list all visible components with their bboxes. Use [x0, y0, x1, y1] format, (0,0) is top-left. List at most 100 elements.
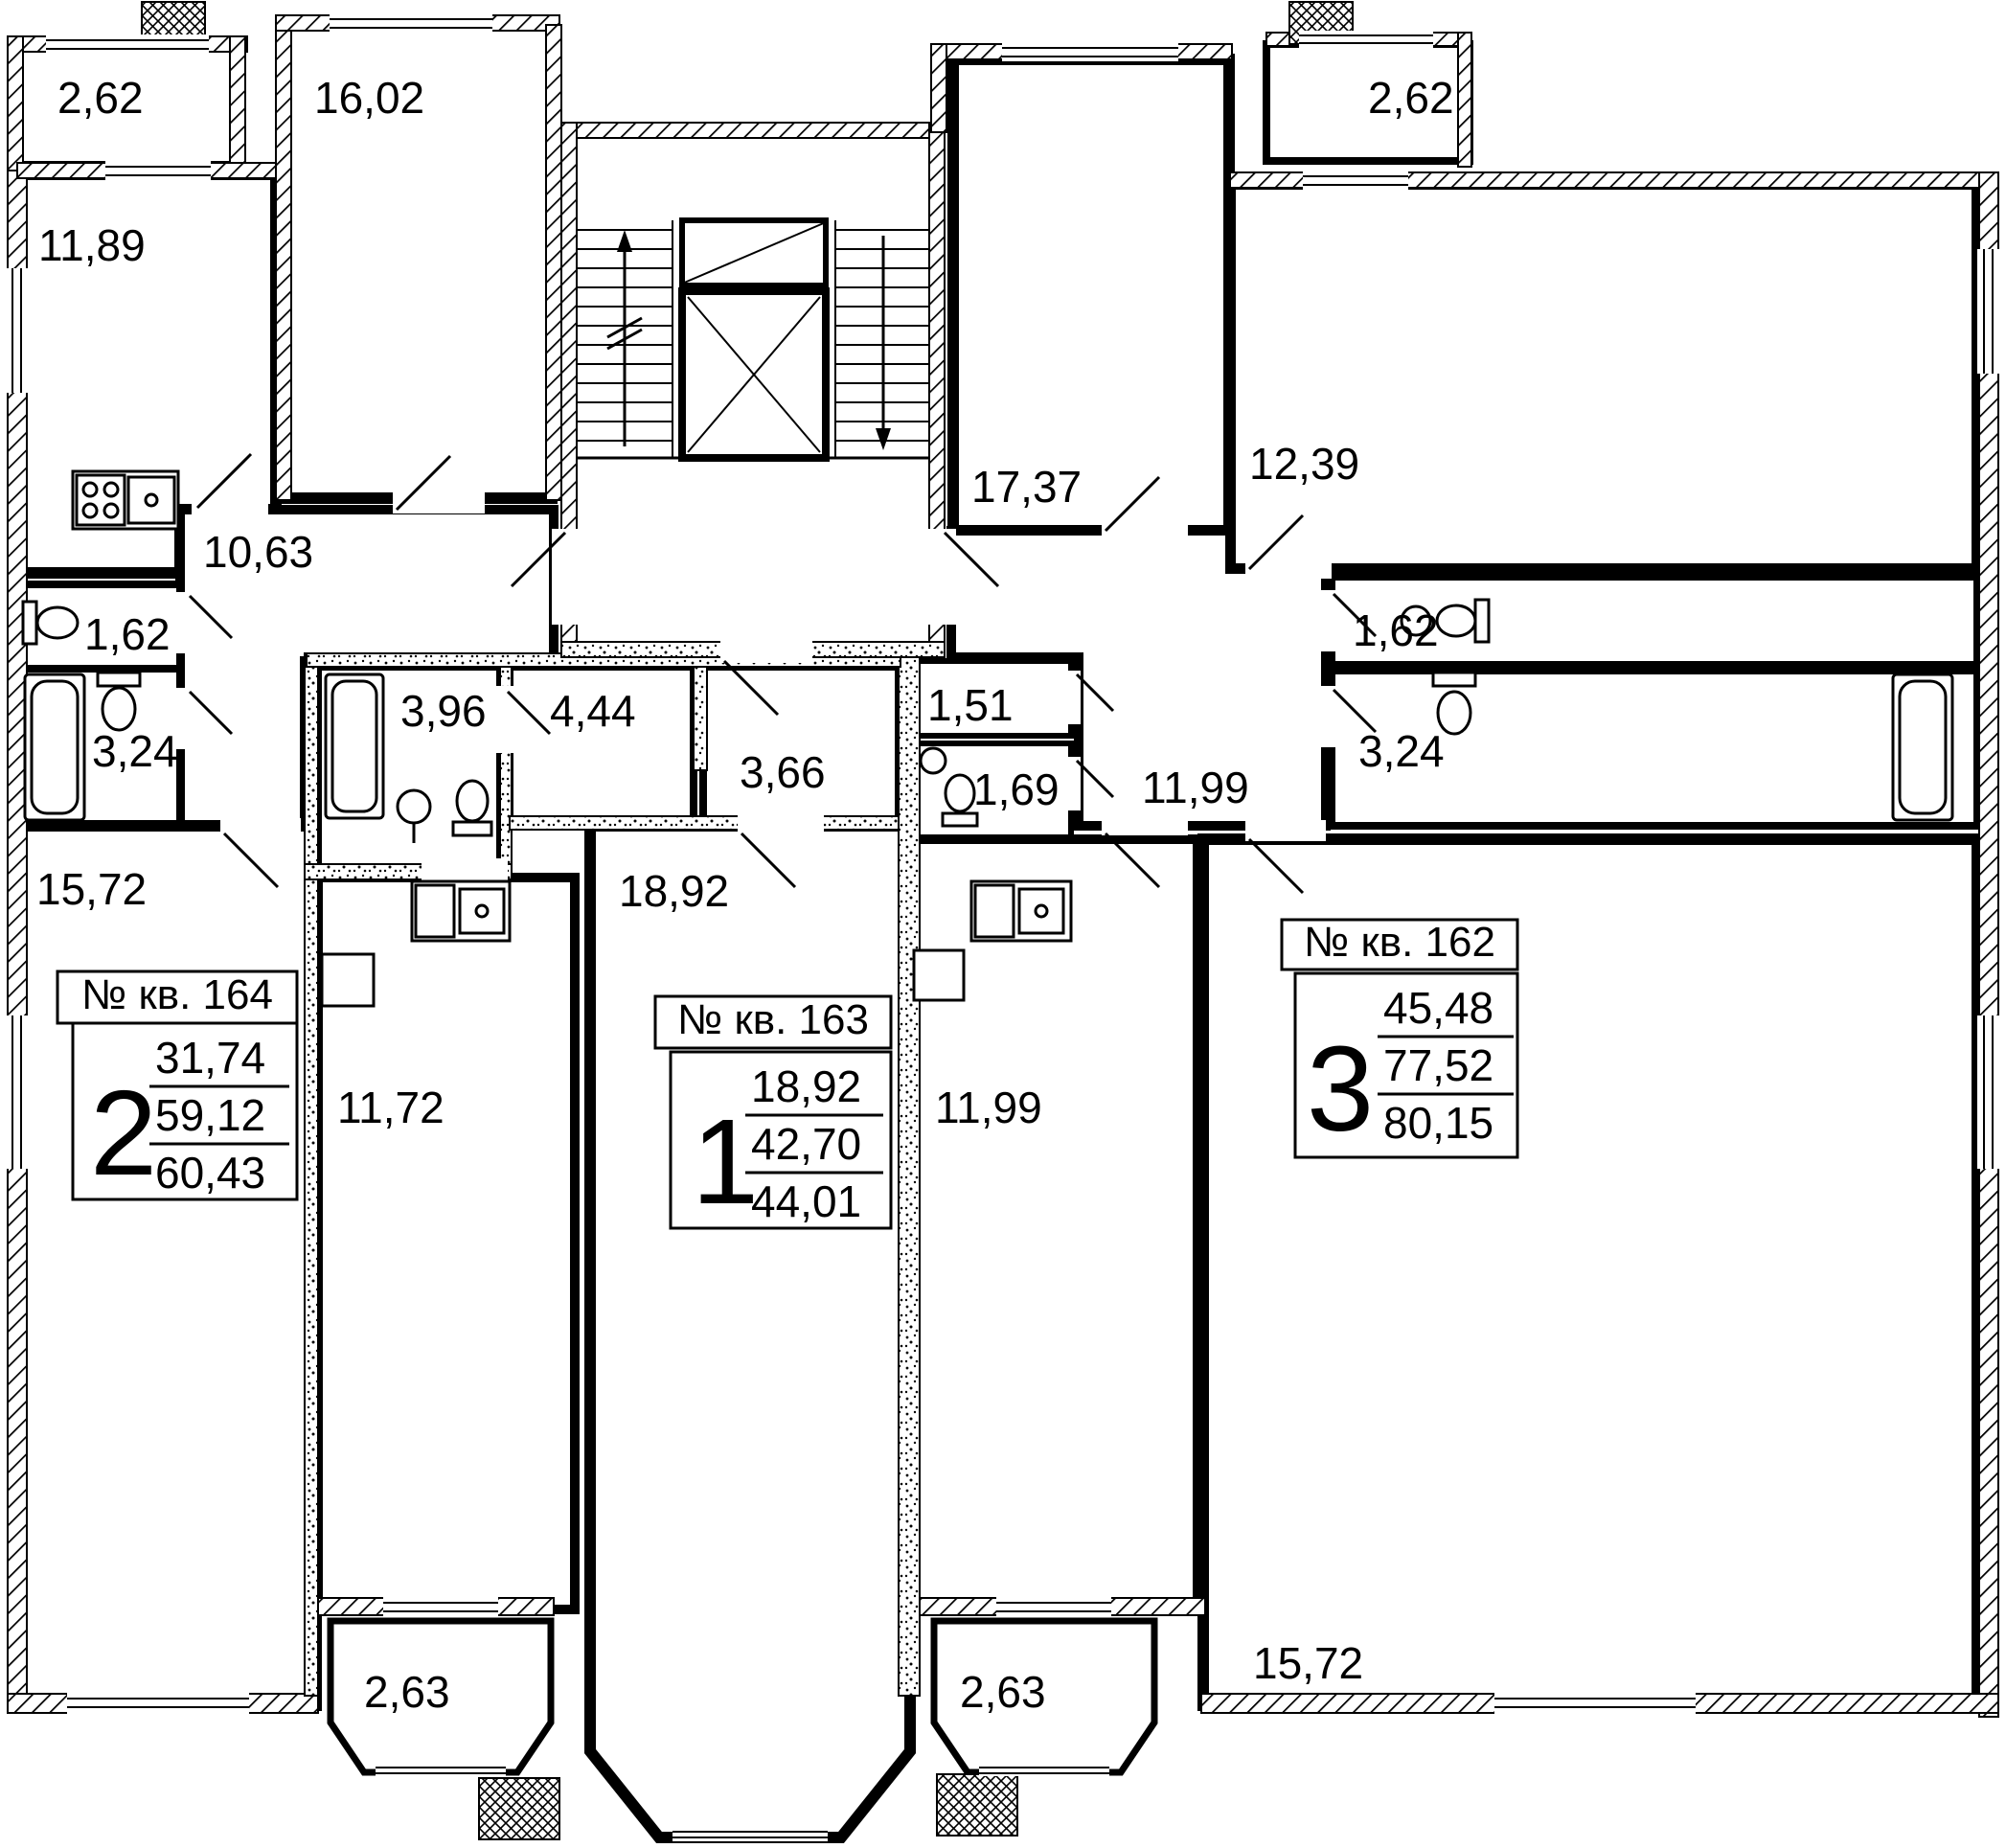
total-area: 42,70: [751, 1119, 861, 1169]
apartment-number: № кв. 164: [81, 971, 273, 1018]
window: [1977, 1015, 2000, 1169]
door-wc-right: [1320, 590, 1378, 651]
window: [67, 1692, 249, 1715]
vent-block-bottom-left: [478, 1777, 560, 1840]
stairs-up-arrow: [606, 230, 643, 446]
kitchen-stove-icon: [71, 469, 180, 531]
storage-1-51: [915, 658, 1074, 739]
window: [1977, 249, 2000, 374]
room-12-39: [1224, 178, 1983, 575]
room-15-72-left: [11, 820, 322, 1711]
door-room-12-39: [1245, 513, 1332, 579]
toilet-icon: [1435, 598, 1491, 644]
window: [46, 34, 209, 54]
apartment-rooms-count: 2: [90, 1065, 157, 1200]
label-wc-1-62-right: 1,62: [1353, 605, 1439, 655]
label-room-15-72-left: 15,72: [36, 864, 147, 914]
label-room-11-89: 11,89: [38, 220, 146, 270]
total-area: 77,52: [1383, 1040, 1493, 1090]
label-corridor-3-66: 3,66: [740, 747, 826, 797]
living-area: 31,74: [155, 1033, 265, 1083]
label-balcony-top-right: 2,62: [1368, 73, 1454, 123]
label-room-15-72-right: 15,72: [1253, 1638, 1363, 1688]
bathtub-icon: [1891, 673, 1954, 822]
apartment-163-info: № кв. 163 1 18,92 42,70 44,01: [653, 994, 893, 1230]
label-wc-1-62-left: 1,62: [84, 609, 171, 659]
label-room-12-39: 12,39: [1249, 439, 1359, 489]
vent-shaft: [679, 217, 829, 288]
bay-door-window: [383, 1596, 498, 1617]
bath-3-24-right: [1328, 667, 1981, 830]
kitchen-sink-icon: [969, 879, 1073, 943]
window: [1002, 42, 1178, 61]
door-bath-right: [1320, 686, 1378, 747]
toilet-icon: [1431, 671, 1477, 736]
bay-2-63-right: [930, 1617, 1158, 1776]
label-balcony-top-left: 2,62: [57, 73, 144, 123]
label-hall-10-63: 10,63: [203, 527, 313, 577]
door-room-15-72-right: [1245, 820, 1326, 895]
door-room-16-02: [393, 454, 485, 513]
elevator-cross-2: [687, 296, 821, 453]
apartment-number-box: [653, 994, 893, 1050]
label-kitchen-11-99: 11,99: [935, 1083, 1042, 1132]
apartment-162-info: № кв. 162 3 45,48 77,52 80,15: [1280, 918, 1519, 1159]
door-kitchen-11-99: [1102, 818, 1188, 889]
kitchen-sink-icon: [410, 879, 512, 943]
vent-shaft-diagonal: [681, 221, 827, 285]
label-bath-3-24-left: 3,24: [92, 726, 178, 776]
sink-icon: [396, 788, 432, 843]
apartment-area-box: [71, 1021, 299, 1201]
room-labels: 2,62 11,89 16,02 10,63 1,62 3,24 15,72 3…: [36, 73, 1454, 1717]
apartment-rooms-count: 3: [1307, 1021, 1374, 1156]
apartment-164-info: № кв. 164 2 31,74 59,12 60,43: [56, 970, 299, 1201]
windows: [6, 13, 2000, 1841]
label-bay-2-63-right: 2,63: [960, 1667, 1046, 1717]
stairs-down-arrow: [876, 236, 891, 450]
bay-door-window: [996, 1596, 1111, 1617]
door-bath-3-96: [496, 686, 552, 753]
apartment-number: № кв. 163: [677, 996, 869, 1043]
window: [330, 13, 492, 33]
apartment-number: № кв. 162: [1304, 919, 1495, 966]
balcony-door-window: [105, 161, 211, 180]
door-apartment-164-entry: [510, 529, 581, 625]
label-room-18-92: 18,92: [619, 866, 729, 916]
stairwell-hall: [577, 140, 931, 644]
apartment-number-box: [1280, 918, 1519, 971]
room-17-37: [947, 54, 1235, 536]
door-room-11-89: [192, 452, 268, 517]
label-storage-1-51: 1,51: [927, 680, 1014, 730]
fixtures: [21, 469, 1954, 1008]
balcony-door-window: [1303, 171, 1408, 190]
room-15-72-right: [1197, 833, 1983, 1711]
toilet-icon: [96, 671, 142, 732]
label-wc-1-69: 1,69: [973, 764, 1060, 814]
sink-icon: [1400, 605, 1432, 637]
bay-window: [672, 1828, 828, 1841]
label-room-16-02: 16,02: [314, 73, 424, 123]
window: [1299, 31, 1433, 48]
label-hall-11-99: 11,99: [1142, 763, 1249, 812]
door-apartment-162-entry: [927, 529, 1000, 625]
hall-4-44: [506, 663, 697, 824]
toilet-icon: [451, 779, 493, 837]
label-room-17-37: 17,37: [971, 462, 1082, 512]
stairwell: [577, 140, 931, 644]
label-bay-2-63-left: 2,63: [364, 1667, 450, 1717]
toilet-icon: [21, 600, 80, 646]
door-room-15-72-left: [220, 818, 301, 889]
apartment-area-box: [669, 1050, 893, 1230]
toilet-icon: [919, 746, 979, 828]
label-kitchen-11-72: 11,72: [337, 1083, 445, 1132]
room-balcony-top-left: [13, 42, 241, 169]
door-apartment-163-entry: [720, 636, 812, 717]
door-storage-1-51: [1065, 671, 1115, 724]
vent-block-bottom-right: [936, 1773, 1018, 1837]
label-bath-3-96: 3,96: [400, 686, 487, 736]
door-room-18-92: [738, 814, 824, 889]
door-wc-1-69: [1065, 757, 1115, 810]
window: [6, 1015, 29, 1169]
label-bath-3-24-right: 3,24: [1358, 726, 1445, 776]
label-hall-4-44: 4,44: [550, 686, 636, 736]
